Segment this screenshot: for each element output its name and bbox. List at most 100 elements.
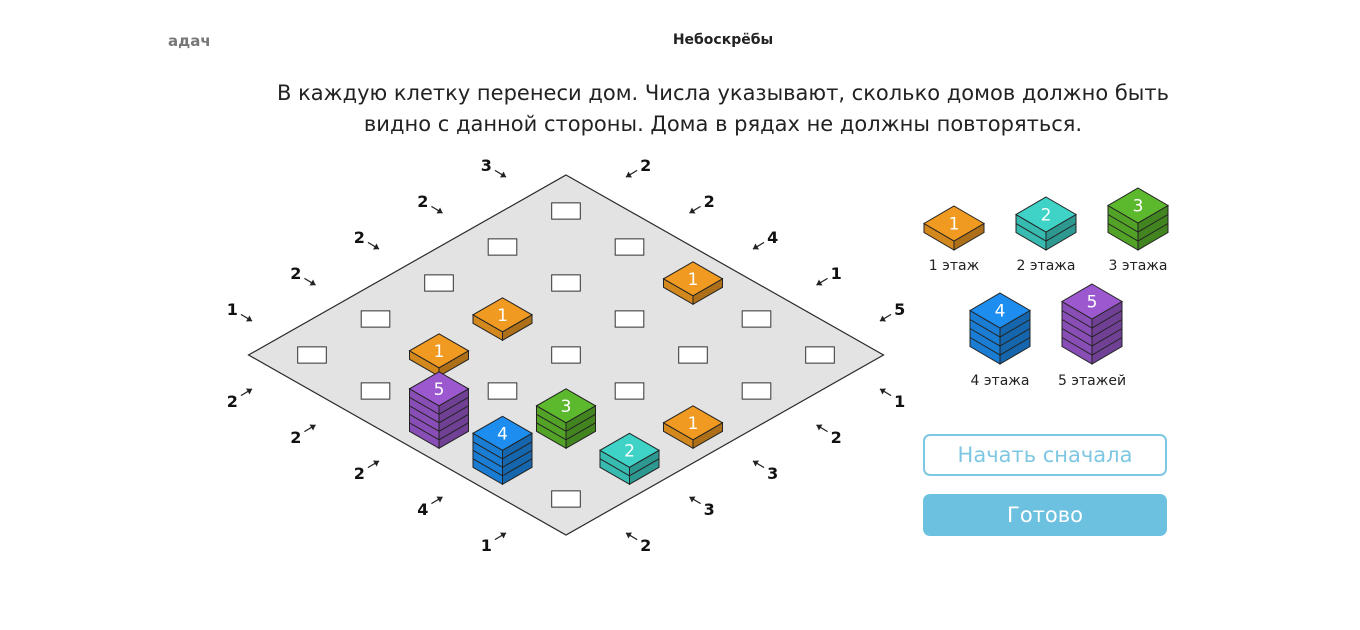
clue-arrowhead — [816, 279, 823, 286]
house-height-label: 1 — [688, 270, 699, 290]
clue-arrowhead — [309, 279, 316, 286]
house-height-label: 1 — [434, 342, 445, 362]
floor-line — [599, 458, 660, 477]
house-top-face — [662, 405, 724, 441]
house-height-label: 2 — [1041, 206, 1052, 226]
empty-cell[interactable] — [551, 202, 581, 220]
clue-number: 3 — [767, 464, 778, 483]
clue-number: 5 — [894, 300, 905, 319]
house-top-face — [662, 261, 724, 297]
clue-arrowhead — [309, 424, 316, 431]
clue-bottom-left: 2 — [354, 460, 380, 483]
clue-bottom-right: 2 — [816, 424, 842, 447]
clue-bottom-right: 3 — [689, 496, 715, 519]
clue-arrowhead — [879, 315, 886, 322]
clue-number: 2 — [354, 464, 365, 483]
clue-top-left: 2 — [354, 228, 380, 250]
legend-house-4[interactable]: 4 — [969, 292, 1031, 365]
clue-bottom-left: 2 — [227, 388, 253, 411]
house-height-label: 5 — [1087, 293, 1098, 313]
instruction-text: В каждую клетку перенеси дом. Числа указ… — [277, 81, 1169, 136]
floor-line — [1061, 310, 1123, 329]
house-cell: 5 — [408, 371, 470, 450]
clue-number: 2 — [354, 228, 365, 247]
floor-line — [409, 396, 469, 415]
floor-line — [1061, 328, 1123, 347]
clue-top-right: 5 — [879, 300, 905, 322]
done-button[interactable]: Готово — [923, 494, 1167, 536]
clue-top-right: 2 — [689, 192, 715, 214]
floor-line — [409, 422, 469, 441]
clue-number: 1 — [894, 392, 905, 411]
house-top-face — [471, 415, 534, 451]
legend-label-1: 1 этаж — [928, 258, 980, 274]
empty-cell[interactable] — [551, 490, 581, 508]
empty-cell[interactable] — [551, 346, 581, 364]
empty-cell[interactable] — [614, 310, 645, 328]
floor-line — [1061, 337, 1123, 356]
empty-cell[interactable] — [424, 274, 454, 292]
floor-line — [472, 458, 533, 477]
empty-cell[interactable] — [360, 382, 391, 400]
empty-cell[interactable] — [614, 238, 645, 256]
empty-cell[interactable] — [614, 382, 645, 400]
page-title: Небоскрёбы — [672, 32, 774, 48]
clue-top-right: 2 — [625, 156, 651, 178]
empty-cell[interactable] — [805, 346, 835, 364]
house-height-label: 4 — [497, 424, 508, 444]
floor-line — [1107, 214, 1169, 233]
empty-cell[interactable] — [741, 382, 772, 400]
clue-arrowhead — [246, 388, 253, 395]
legend-house-3[interactable]: 3 — [1107, 187, 1169, 251]
clue-bottom-right: 3 — [752, 460, 778, 483]
house-top-face — [1107, 187, 1169, 224]
legend-house-2[interactable]: 2 — [1015, 196, 1077, 251]
clue-arrowhead — [500, 171, 507, 178]
house-height-label: 4 — [995, 302, 1006, 322]
clue-bottom-left: 4 — [417, 496, 443, 519]
house-top-face — [408, 371, 470, 407]
clue-number: 1 — [831, 264, 842, 283]
empty-cell[interactable] — [741, 310, 772, 328]
house-top-face — [969, 292, 1031, 329]
house-top-face — [1061, 283, 1123, 320]
clue-arrowhead — [625, 171, 632, 178]
clue-arrowhead — [246, 315, 253, 322]
clue-number: 1 — [227, 300, 238, 319]
clue-arrowhead — [689, 207, 696, 214]
legend-house-5[interactable]: 5 — [1061, 283, 1123, 365]
house-cell: 1 — [662, 261, 724, 306]
clue-number: 1 — [481, 536, 492, 555]
floor-line — [1015, 223, 1077, 242]
restart-button[interactable]: Начать сначала — [923, 434, 1167, 476]
house-top-face — [598, 432, 661, 468]
house-cell: 3 — [535, 388, 597, 450]
clue-arrowhead — [752, 243, 759, 250]
clue-top-right: 4 — [752, 228, 778, 250]
clue-arrowhead — [436, 496, 443, 503]
house-height-label: 3 — [1133, 197, 1144, 217]
clue-number: 2 — [417, 192, 428, 211]
brand-label: адач — [168, 32, 211, 50]
floor-line — [536, 413, 596, 432]
floor-line — [472, 441, 533, 460]
floor-line — [536, 422, 596, 441]
clue-top-left: 2 — [290, 264, 316, 286]
legend-label-4: 4 этажа — [970, 373, 1030, 389]
empty-cell[interactable] — [678, 346, 708, 364]
floor-line — [969, 328, 1031, 347]
house-top-face — [471, 297, 534, 333]
clue-bottom-left: 2 — [290, 424, 316, 447]
empty-cell[interactable] — [297, 346, 327, 364]
house-cell: 4 — [471, 415, 534, 486]
empty-cell[interactable] — [360, 310, 391, 328]
clue-number: 2 — [290, 428, 301, 447]
empty-cell[interactable] — [487, 238, 518, 256]
empty-cell[interactable] — [487, 382, 518, 400]
house-top-face — [408, 333, 470, 369]
house-height-label: 5 — [434, 380, 445, 400]
house-height-label: 1 — [497, 306, 508, 326]
floor-line — [1061, 319, 1123, 338]
legend-house-1[interactable]: 1 — [923, 205, 985, 251]
empty-cell[interactable] — [551, 274, 581, 292]
